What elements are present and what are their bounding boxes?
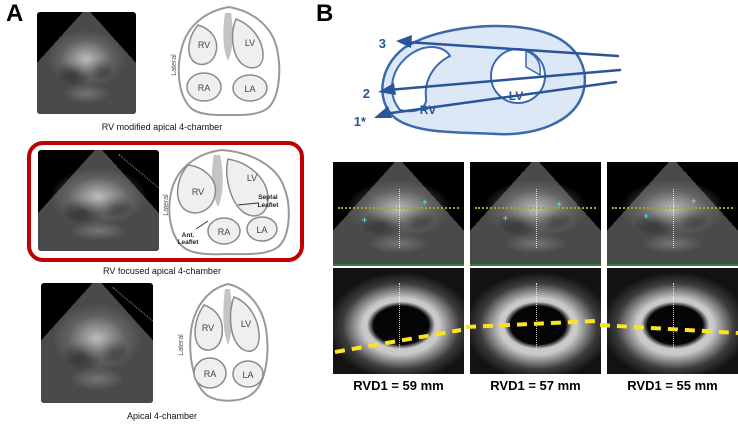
caption-rv-modified: RV modified apical 4-chamber [101, 122, 223, 132]
lateral-label: Lateral [178, 334, 185, 356]
rv-label: RV [192, 187, 204, 197]
ra-label: RA [218, 227, 231, 237]
lv-chamber-shape [226, 158, 269, 217]
sweep-label-3: 3 [379, 36, 386, 51]
la-label: LA [244, 84, 255, 94]
septal-leaflet-arrow [237, 202, 259, 206]
lv-chamber-shape [231, 18, 264, 69]
ant-leaflet-label-2: Leaflet [178, 239, 200, 246]
measurement-caption-2: RVD1 = 57 mm [490, 378, 581, 393]
caption-apical: Apical 4-chamber [126, 411, 198, 421]
arrowhead-3 [396, 35, 412, 48]
echo-frame-top-3: + + [607, 162, 738, 266]
ultrasound-sector [37, 12, 136, 114]
rv-chamber-shape [176, 164, 217, 214]
la-label: LA [242, 370, 253, 380]
lv-label: LV [509, 89, 523, 103]
schematic-apical: RV LV RA LA Lateral [178, 282, 269, 402]
measurement-column-1: + + RVD1 = 59 mm [333, 162, 464, 402]
caliper-marker: + [643, 210, 649, 221]
echo-frame-bottom-3 [607, 268, 738, 374]
lv-label: LV [245, 38, 255, 48]
caption-rv-focused: RV focused apical 4-chamber [103, 266, 221, 276]
measurement-caption-3: RVD1 = 55 mm [627, 378, 718, 393]
la-chamber-shape [232, 74, 268, 102]
sweep-label-2: 2 [363, 86, 370, 101]
schematic-sweep-diagram: 3 2 1* RV LV [354, 24, 622, 136]
rv-cavity-shape [391, 46, 452, 113]
schematic-rv-modified: RV LV RA LA Lateral [171, 5, 281, 117]
ra-label: RA [204, 369, 217, 379]
caliper-marker: + [361, 215, 368, 226]
measurement-dotted-line [672, 188, 674, 248]
sweep-line-3 [404, 40, 620, 58]
ra-chamber-shape [186, 72, 222, 102]
arrowhead-2 [378, 83, 396, 95]
sweep-line-2 [386, 68, 622, 92]
measurement-column-2: + + RVD1 = 57 mm [470, 162, 601, 402]
echo-frame-bottom-1 [333, 268, 464, 374]
echo-image-rv-focused [38, 150, 159, 251]
rv-chamber-shape [194, 304, 224, 351]
septum-shape [223, 289, 233, 345]
sweep-line-1 [382, 80, 618, 116]
echo-frame-top-2: + + [470, 162, 601, 266]
lv-chamber-shape [229, 296, 260, 352]
caliper-marker: + [556, 198, 562, 209]
panel-a-label: A [6, 0, 24, 27]
measurement-dotted-line [672, 282, 674, 349]
ultrasound-sector [41, 283, 153, 403]
highlight-box [27, 141, 304, 262]
caliper-marker: + [502, 213, 509, 223]
la-chamber-shape [246, 216, 278, 242]
echo-image-rv-modified [37, 12, 136, 114]
ra-chamber-shape [207, 217, 241, 245]
septum-shape [223, 13, 233, 61]
la-chamber-shape [232, 360, 264, 388]
echo-frame-bottom-2 [470, 268, 601, 374]
la-label: LA [256, 225, 267, 235]
arrowhead-1 [374, 106, 392, 118]
measurement-dotted-line [535, 188, 537, 248]
lateral-label: Lateral [171, 54, 178, 76]
ra-chamber-shape [193, 357, 227, 389]
caliper-marker: + [422, 196, 428, 207]
ant-leaflet-label-1: Ant. [182, 232, 195, 239]
lv-label: LV [247, 173, 257, 183]
lateral-label: Lateral [163, 194, 170, 216]
rv-label: RV [198, 40, 210, 50]
lv-label: LV [241, 319, 251, 329]
measurement-dotted-line [398, 282, 400, 349]
ultrasound-sector [38, 150, 159, 251]
measurement-column-3: + + RVD1 = 55 mm [607, 162, 738, 402]
caliper-marker: + [690, 195, 697, 206]
septal-leaflet-label-2: Leaflet [258, 202, 280, 209]
septal-leaflet-label-1: Septal [258, 194, 278, 201]
measurement-caption-1: RVD1 = 59 mm [353, 378, 444, 393]
echo-image-apical [41, 283, 153, 403]
measurement-dotted-line [398, 188, 400, 248]
panel-b-label: B [316, 0, 334, 27]
rv-chamber-shape [188, 24, 218, 66]
ra-label: RA [198, 83, 211, 93]
ant-leaflet-arrow [195, 220, 209, 230]
measurement-dotted-line [535, 282, 537, 349]
measurement-image-strip: + + RVD1 = 59 mm + + RVD1 = 57 mm [333, 162, 738, 402]
sweep-label-1: 1* [354, 114, 367, 129]
lv-notch-shape [525, 49, 541, 77]
echo-frame-top-1: + + [333, 162, 464, 266]
rv-label: RV [202, 323, 214, 333]
schematic-rv-focused: RV LV RA LA Septal Leaflet Ant. Leaflet … [163, 148, 290, 256]
rv-label: RV [420, 103, 436, 117]
